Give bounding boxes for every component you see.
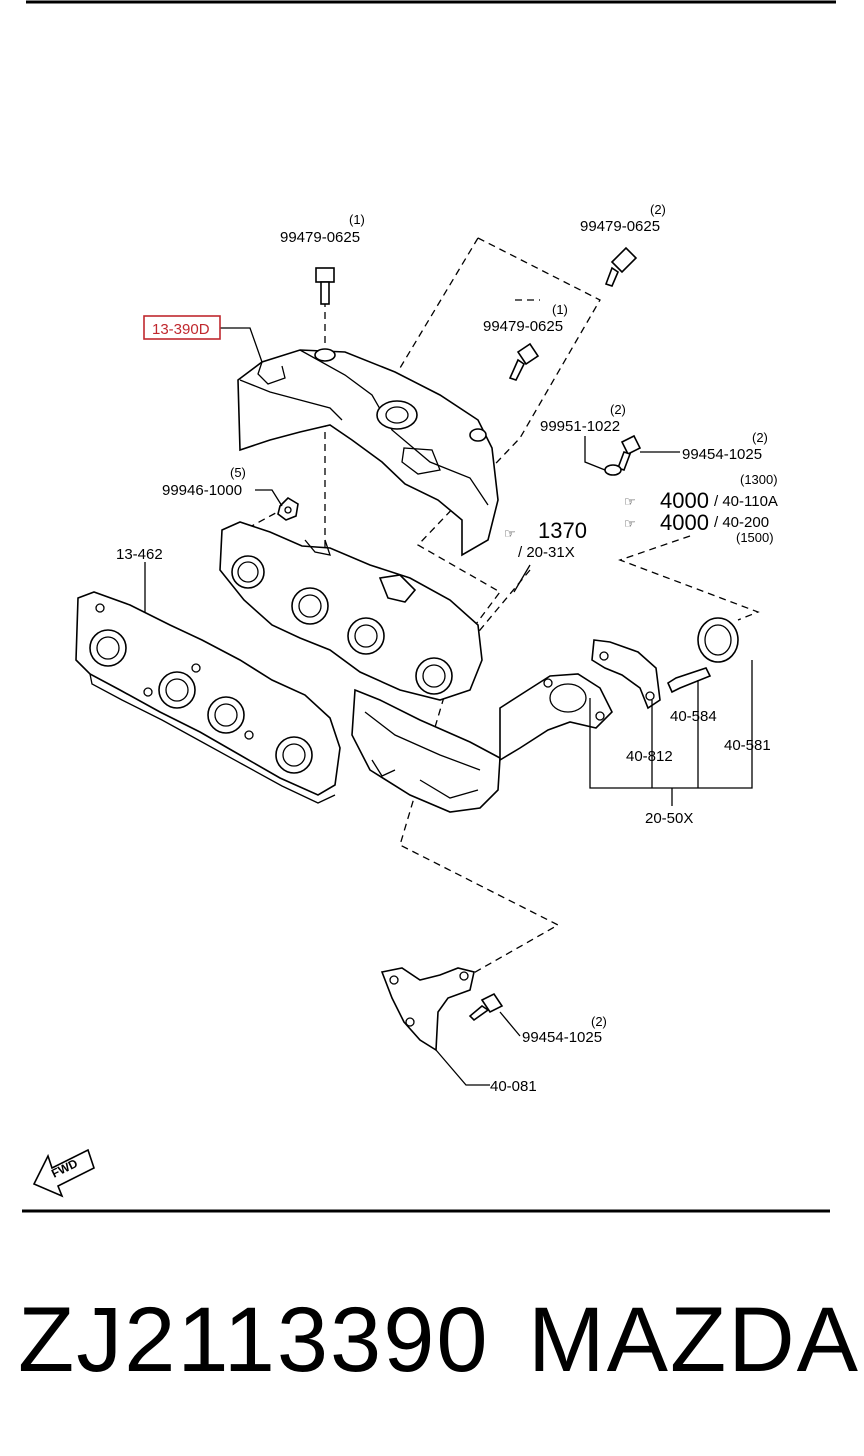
label-nut: 99946-1000	[162, 482, 242, 499]
qty-bolt-insulator: (2)	[752, 430, 768, 445]
qty-bolt-top-left: (1)	[349, 212, 365, 227]
ref-link-4000-b: / 40-200	[714, 514, 769, 531]
highlight-box	[143, 315, 221, 340]
leader-lines	[144, 327, 753, 1086]
ref-num-4000-b: 4000	[660, 510, 709, 535]
brand-name: MAZDA	[528, 1289, 860, 1391]
note-4000-b: (1500)	[736, 530, 774, 545]
bracket-081-part	[380, 967, 504, 1052]
label-bracket-081: 40-081	[490, 1078, 537, 1095]
label-bolt-mid: 99479-0625	[483, 318, 563, 335]
label-bolt-insulator: 99454-1025	[682, 446, 762, 463]
ref-num-1370: 1370	[538, 518, 587, 543]
fwd-arrow-icon: FWD	[32, 1148, 95, 1198]
stud-part	[666, 667, 712, 694]
ref-num-4000-a: 4000	[660, 488, 709, 513]
label-bracket-812: 40-812	[626, 748, 673, 765]
label-stud: 40-584	[670, 708, 717, 725]
qty-bolt-bracket: (2)	[591, 1014, 607, 1029]
label-bolt-top-right: 99479-0625	[580, 218, 660, 235]
note-4000-a: (1300)	[740, 472, 778, 487]
manifold-part	[219, 521, 613, 813]
qty-bolt-mid: (1)	[552, 302, 568, 317]
label-bolt-top-left: 99479-0625	[280, 229, 360, 246]
label-assembly: 20-50X	[645, 810, 693, 827]
bracket-812-part	[591, 639, 661, 710]
qty-washer: (2)	[610, 402, 626, 417]
qty-nut: (5)	[230, 465, 246, 480]
ref-link-4000-a: / 40-110A	[714, 493, 778, 510]
gasket-part	[75, 591, 341, 804]
heat-insulator-part	[237, 348, 499, 557]
label-seal-ring: 40-581	[724, 737, 771, 754]
hand-icon-4000-b: ☞	[624, 516, 636, 531]
label-gasket: 13-462	[116, 546, 163, 563]
label-bolt-bracket: 99454-1025	[522, 1029, 602, 1046]
label-washer: 99951-1022	[540, 418, 620, 435]
dashed-guides	[247, 237, 760, 976]
seal-ring-part	[697, 617, 739, 663]
part-number: ZJ2113390	[18, 1289, 490, 1391]
label-heat-insulator[interactable]: 13-390D	[152, 321, 210, 338]
hand-icon-1370: ☞	[504, 526, 516, 541]
fasteners	[277, 246, 642, 521]
qty-bolt-top-right: (2)	[650, 202, 666, 217]
ref-link-1370: / 20-31X	[518, 544, 575, 561]
hand-icon-4000-a: ☞	[624, 494, 636, 509]
